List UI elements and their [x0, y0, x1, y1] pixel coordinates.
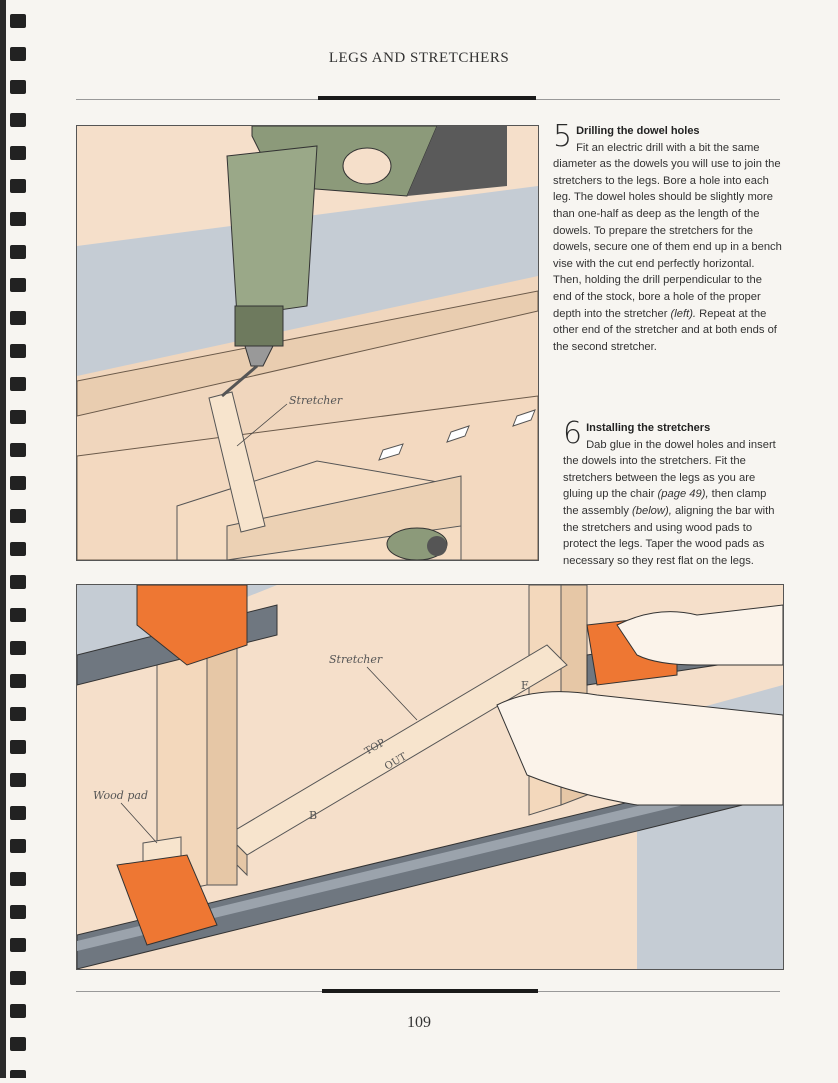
header-accent-bar — [318, 96, 536, 100]
binding-loop — [10, 608, 26, 622]
binding-loop — [10, 1004, 26, 1018]
binding-loop — [10, 443, 26, 457]
binding-loop — [10, 740, 26, 754]
spiral-binding — [0, 0, 34, 1083]
binding-loop — [10, 839, 26, 853]
step-5-ref: (left). — [670, 307, 697, 320]
binding-loop — [10, 410, 26, 424]
mark-f: F — [521, 679, 529, 692]
clamping-illustration: TOP OUT B F Stretcher Wood pad — [76, 584, 784, 970]
binding-loop — [10, 377, 26, 391]
step-6-text-2: then clamp the assembly — [563, 488, 767, 517]
step-6: 6 Installing the stretchers Dab glue in … — [563, 416, 783, 569]
step-6-number: 6 — [563, 416, 583, 451]
stretcher-callout: Stretcher — [289, 394, 343, 407]
binding-loop — [10, 476, 26, 490]
binding-loop — [10, 905, 26, 919]
step-5-text-1: Fit an electric drill with a bit the sam… — [553, 141, 782, 320]
binding-loop — [10, 773, 26, 787]
binding-loop — [10, 872, 26, 886]
binding-loop — [10, 575, 26, 589]
step-5-title: Drilling the dowel holes — [576, 125, 700, 137]
binding-loop — [10, 938, 26, 952]
binding-loop — [10, 1037, 26, 1051]
binding-loop — [10, 641, 26, 655]
binding-loop — [10, 971, 26, 985]
step-6-ref-2: (below), — [632, 504, 672, 517]
binding-loop — [10, 80, 26, 94]
binding-loop — [10, 806, 26, 820]
page-number: 109 — [407, 1014, 431, 1031]
step-5-number: 5 — [553, 119, 573, 154]
binding-loop — [10, 47, 26, 61]
binding-loop — [10, 245, 26, 259]
wood-pad-callout: Wood pad — [93, 789, 148, 802]
binding-loop — [10, 278, 26, 292]
step-6-ref-1: (page 49), — [657, 488, 709, 501]
binding-loop — [10, 146, 26, 160]
stretcher-callout-bottom: Stretcher — [329, 653, 383, 666]
page-title: LEGS AND STRETCHERS — [328, 50, 510, 66]
binding-loop — [10, 542, 26, 556]
binding-loop — [10, 311, 26, 325]
step-6-text-1: Dab glue in the dowel holes and insert t… — [563, 438, 776, 501]
step-6-text-3: aligning the bar with the stretchers and… — [563, 504, 775, 567]
binding-loop — [10, 113, 26, 127]
mark-b: B — [309, 809, 317, 822]
binding-loop — [10, 14, 26, 28]
footer-accent-bar — [322, 989, 538, 993]
binding-loop — [10, 509, 26, 523]
step-5: 5 Drilling the dowel holes Fit an electr… — [553, 119, 783, 355]
binding-loop — [10, 674, 26, 688]
step-5-text-2: Repeat at the other end of the stretcher… — [553, 307, 777, 353]
drilling-illustration: Stretcher — [76, 125, 539, 561]
binding-loop — [10, 212, 26, 226]
binding-loop — [10, 1070, 26, 1083]
binding-loop — [10, 707, 26, 721]
binding-loop — [10, 344, 26, 358]
binding-loop — [10, 179, 26, 193]
step-6-title: Installing the stretchers — [586, 422, 711, 434]
